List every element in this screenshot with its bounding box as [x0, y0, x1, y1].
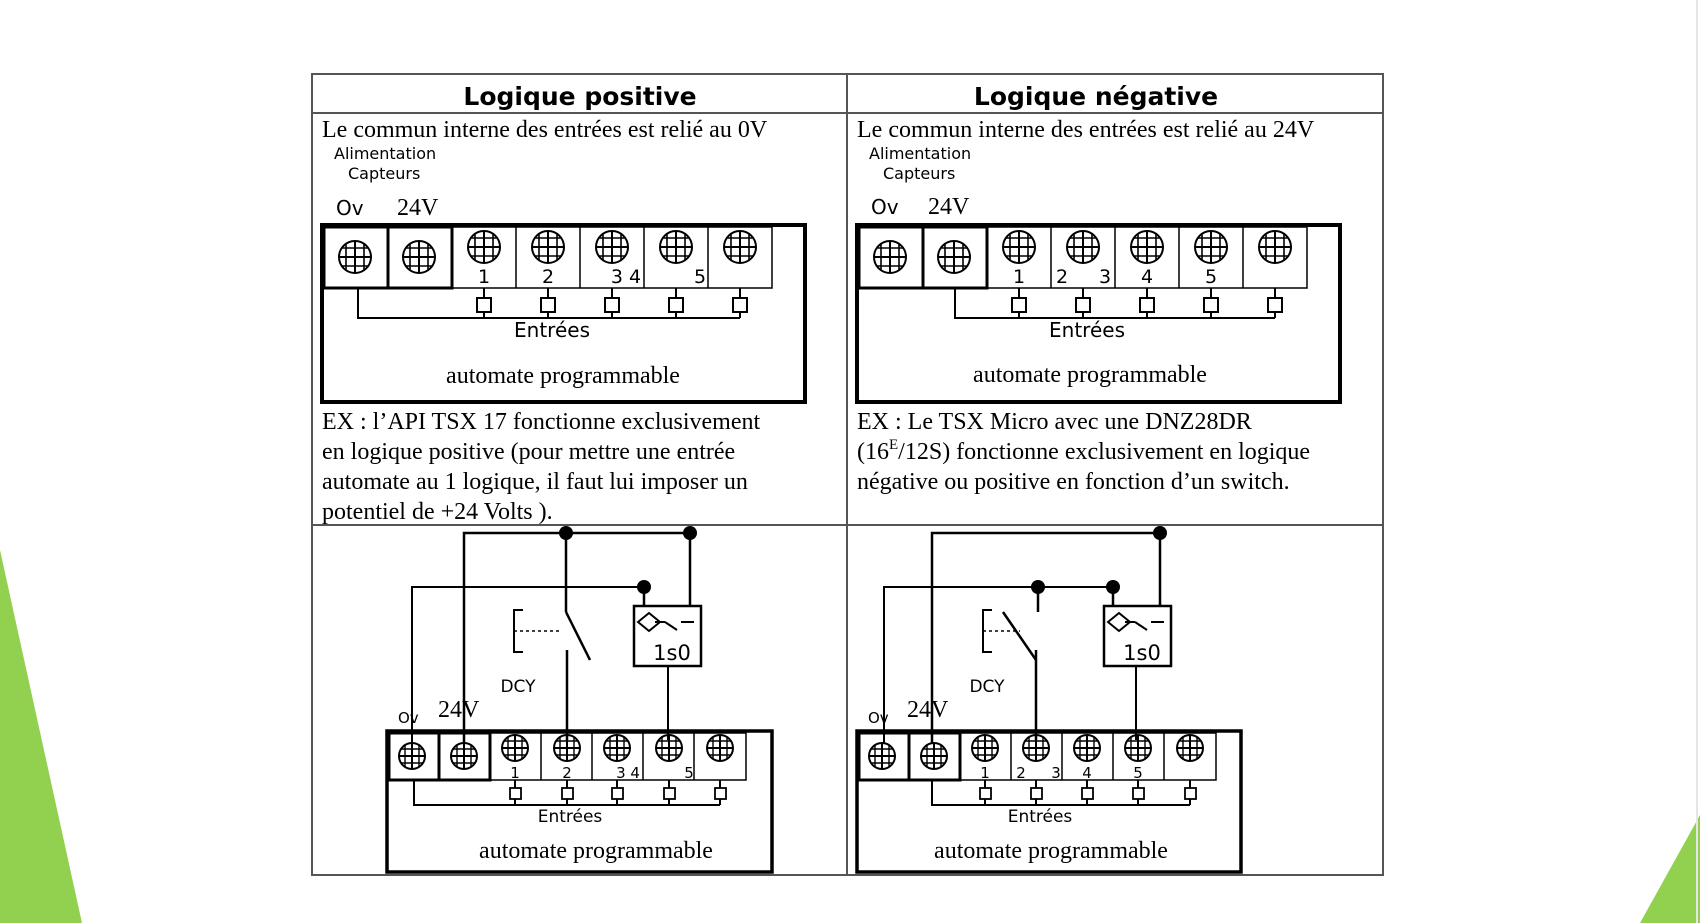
right-sensor-label: 1s0	[1123, 641, 1161, 665]
right-input-2: 2	[1056, 266, 1068, 288]
left-example-line-1: EX : l’API TSX 17 fonctionne exclusiveme…	[322, 409, 760, 435]
right-terminal-24v-label: 24V	[928, 194, 970, 220]
right-example-sup: E	[889, 437, 898, 453]
right-wiring-input-1: 1	[980, 764, 990, 782]
right-wiring-24v-label: 24V	[907, 697, 949, 723]
left-plc-block: 1 2 3 4 5 Entrées automate programmable	[320, 223, 807, 404]
left-example-line-3: automate au 1 logique, il faut lui impos…	[322, 469, 748, 495]
right-example-line-2b: /12S) fonctionne exclusivement en logiqu…	[898, 439, 1310, 465]
left-wiring-input-1: 1	[510, 764, 520, 782]
left-input-1: 1	[478, 266, 490, 288]
right-top-cell: Le commun interne des entrées est relié …	[855, 117, 1342, 495]
right-supply-label-2: Capteurs	[883, 164, 955, 183]
right-supply-label-1: Alimentation	[869, 144, 971, 163]
right-wiring-diagram: 1 2 3 4 5 Entrées automate programmable …	[855, 526, 1243, 874]
left-sensor-label: 1s0	[653, 641, 691, 665]
right-wiring-input-3: 3	[1051, 764, 1061, 782]
left-input-3-4: 3 4	[611, 266, 641, 288]
left-example-line-4: potentiel de +24 Volts ).	[322, 499, 553, 525]
left-supply-label-1: Alimentation	[334, 144, 436, 163]
left-wiring-diagram: 1 2 3 4 5 Entrées automate programmable …	[385, 526, 774, 874]
green-accent-left	[0, 550, 82, 923]
right-example-line-2a: (16	[857, 439, 889, 465]
right-input-1: 1	[1013, 266, 1025, 288]
left-wiring-plc-label: automate programmable	[479, 838, 713, 864]
left-wiring-input-3-4: 3 4	[616, 764, 640, 782]
left-terminal-24v-label: 24V	[397, 195, 439, 221]
left-supply-label-2: Capteurs	[348, 164, 420, 183]
right-wiring-input-5: 5	[1133, 764, 1143, 782]
right-example-line-1: EX : Le TSX Micro avec une DNZ28DR	[857, 409, 1252, 435]
right-wiring-input-2: 2	[1016, 764, 1026, 782]
right-switch-label: DCY	[969, 677, 1005, 697]
right-input-3: 3	[1099, 266, 1111, 288]
header-positive-logic: Logique positive	[463, 82, 696, 111]
left-wiring-0v-label: Ov	[398, 709, 419, 727]
right-example-line-3: négative ou positive en fonction d’un sw…	[857, 469, 1290, 495]
left-input-2: 2	[542, 266, 554, 288]
left-wiring-inputs-label: Entrées	[538, 807, 603, 827]
left-input-5: 5	[694, 266, 706, 288]
left-top-cell: Le commun interne des entrées est relié …	[320, 117, 807, 525]
right-input-4: 4	[1141, 266, 1153, 288]
left-common-text: Le commun interne des entrées est relié …	[322, 117, 768, 143]
right-input-5: 5	[1205, 266, 1217, 288]
left-wiring-input-5: 5	[684, 764, 694, 782]
right-common-text: Le commun interne des entrées est relié …	[857, 117, 1315, 143]
right-wiring-input-4: 4	[1082, 764, 1092, 782]
left-inputs-label: Entrées	[514, 318, 590, 342]
left-wiring-24v-label: 24V	[438, 697, 480, 723]
green-accent-right	[1640, 815, 1700, 923]
header-negative-logic: Logique négative	[974, 82, 1218, 111]
right-inputs-label: Entrées	[1049, 318, 1125, 342]
right-example-line-2: (16E/12S) fonctionne exclusivement en lo…	[857, 437, 1310, 465]
left-switch-label: DCY	[500, 677, 536, 697]
left-plc-label: automate programmable	[446, 363, 680, 389]
right-plc-label: automate programmable	[973, 362, 1207, 388]
right-wiring-plc-label: automate programmable	[934, 838, 1168, 864]
right-plc-block: 1 2 3 4 5 Entrées automate programmable	[855, 223, 1342, 404]
left-example-line-2: en logique positive (pour mettre une ent…	[322, 439, 735, 465]
right-wiring-0v-label: Ov	[868, 709, 889, 727]
right-terminal-0v-label: Ov	[871, 195, 899, 219]
left-terminal-0v-label: Ov	[336, 196, 364, 220]
right-wiring-inputs-label: Entrées	[1008, 807, 1073, 827]
left-wiring-input-2: 2	[562, 764, 572, 782]
